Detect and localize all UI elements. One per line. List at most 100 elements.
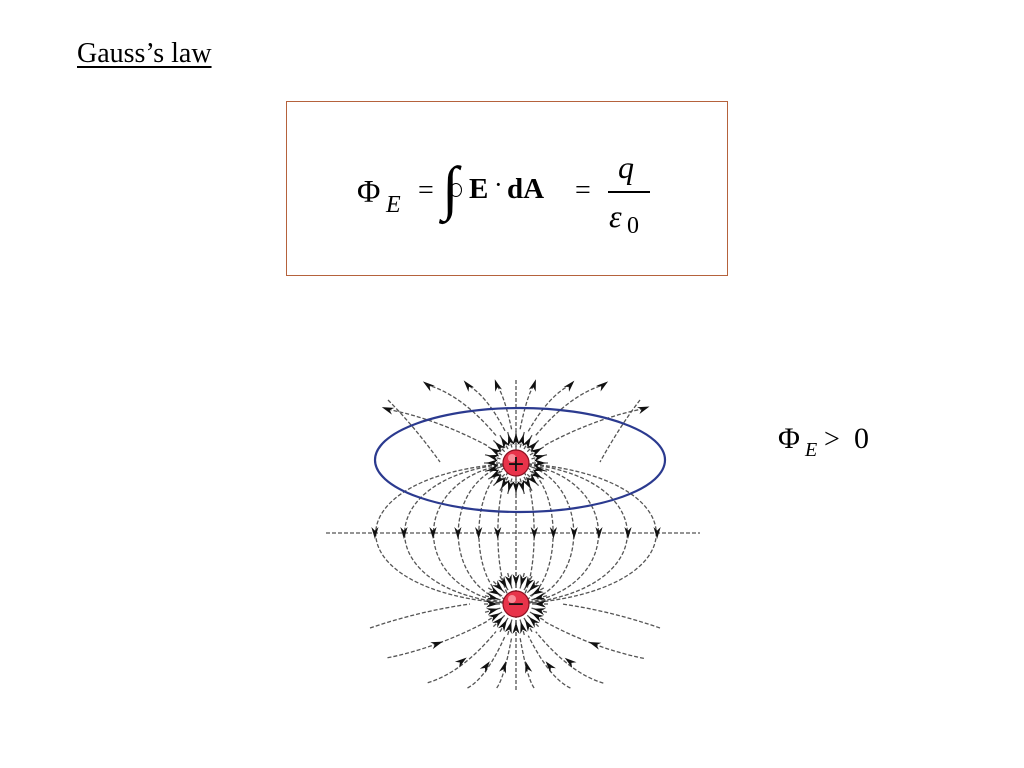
field-arrow [487,454,500,462]
field-arrow [475,527,483,539]
field-arrow [454,527,462,539]
field-arrow [499,661,506,674]
field-arrow [534,600,546,608]
field-arrow [512,433,520,445]
field-arrow [501,476,511,489]
positive-charge: + [502,449,530,477]
field-arrow [545,661,556,673]
fraction-bar [608,191,650,193]
field-line [599,399,641,463]
field-arrow [494,527,502,539]
field-arrow [492,580,504,592]
field-line [515,462,628,605]
field-vector: E [469,173,489,205]
field-arrow [520,621,528,634]
field-arrow [637,406,650,414]
flux-result: Φ E > 0 [778,424,888,464]
flux-symbol: Φ [357,173,381,209]
field-arrow [381,407,395,415]
field-arrow [454,657,467,668]
field-arrow [531,613,544,623]
field-line [387,620,488,659]
field-arrow [526,473,538,485]
field-arrow [490,468,503,478]
field-arrow [494,379,502,392]
field-arrow [497,619,507,632]
field-arrow [564,657,577,668]
field-arrow [512,481,520,493]
field-line [496,637,513,689]
field-line [535,631,604,684]
closed-surface-circle [450,183,462,197]
field-line [404,462,517,605]
field-arrow [371,527,379,539]
field-arrow [549,527,557,539]
field-arrow [488,585,501,595]
field-line [544,407,645,446]
field-arrow [533,592,546,600]
field-arrow [512,574,520,586]
field-arrow [529,468,542,478]
field-arrow [492,616,504,628]
permittivity-subscript: 0 [627,213,639,239]
field-line [519,637,535,689]
field-arrow [595,527,603,539]
flux-result-subscript: E [805,439,818,461]
field-arrow [400,527,408,539]
field-arrow [521,476,531,489]
flux-result-value: 0 [854,422,869,455]
field-arrow [528,616,540,628]
field-arrow [529,448,542,458]
field-arrow [486,459,498,467]
field-arrow [521,437,531,450]
field-line [515,462,599,605]
field-arrow [525,576,535,589]
field-arrow [653,527,661,539]
field-arrows [371,379,661,674]
flux-subscript: E [386,192,401,218]
flux-result-symbol: Φ [778,422,800,455]
field-arrow [504,574,512,587]
field-arrow [596,381,609,392]
gaussian-surface [373,406,667,514]
field-arrow [528,580,540,592]
field-line [387,399,441,463]
field-arrow [530,527,538,539]
field-line [369,603,471,629]
field-arrow [494,441,506,453]
field-arrow [490,448,503,458]
positive-charge-sign: + [507,452,525,477]
field-arrow [488,613,501,623]
field-arrow [570,527,578,539]
field-arrow [624,527,632,539]
permittivity-symbol: ε [609,198,622,234]
field-arrow [504,621,512,634]
field-arrow [517,434,525,447]
dot-operator: · [494,170,503,199]
field-line [535,384,604,436]
field-arrow [533,608,546,616]
field-line [527,384,571,432]
field-line [561,603,661,629]
negative-charge: − [502,590,530,618]
field-arrow [501,437,511,450]
field-line [427,384,497,436]
equation-box: Φ E = ∫ E · dA = q ε 0 [286,101,728,276]
field-arrow [531,585,544,595]
field-arrow [520,574,528,587]
field-arrow [512,622,520,634]
field-lines [326,380,700,690]
field-arrow [534,459,546,467]
field-arrow [525,661,533,674]
field-line [433,462,517,605]
field-arrow [422,381,435,392]
area-vector: dA [507,173,545,205]
field-arrow [486,600,498,608]
field-line [544,621,645,660]
field-arrow [588,642,602,650]
field-arrow [429,527,437,539]
field-arrow [563,380,575,392]
flux-result-relation: > [824,424,840,455]
slide-title: Gauss’s law [77,38,212,69]
field-arrow [528,379,536,392]
